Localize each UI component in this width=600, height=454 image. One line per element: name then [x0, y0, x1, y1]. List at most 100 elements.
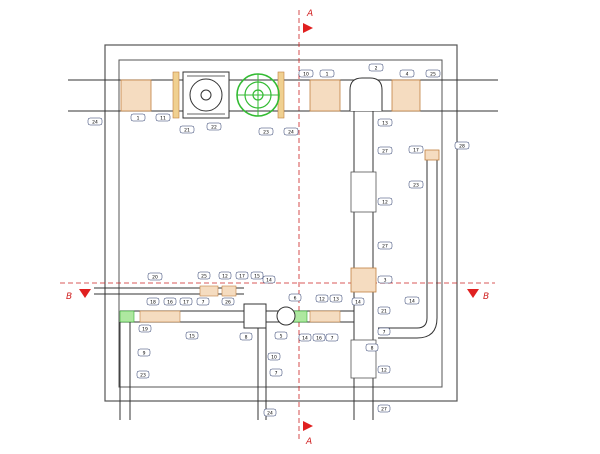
lower-fitting-2 — [221, 285, 237, 297]
callout-bubble — [377, 197, 393, 206]
callout-text: 27 — [382, 149, 388, 155]
callout-bubble — [454, 141, 470, 150]
callout-text: 14 — [266, 278, 272, 284]
side-pipe-elbow — [378, 317, 438, 339]
callout-text: 4 — [406, 72, 409, 78]
callout-text: 21 — [381, 309, 387, 315]
coupling-2 — [309, 79, 341, 112]
callout-text: 8 — [371, 346, 374, 352]
callout-bubble — [288, 293, 302, 302]
callout-bubble — [408, 180, 424, 189]
callout-text: 5 — [280, 334, 283, 340]
callout-bubble — [179, 297, 193, 306]
callout-bubble — [329, 294, 343, 303]
callout-bubble — [146, 297, 160, 306]
flange-left — [172, 71, 180, 119]
callout-bubble — [258, 127, 274, 136]
section-label-a-top: A — [306, 9, 313, 19]
callout-bubble — [319, 69, 335, 78]
callout-text: 7 — [202, 300, 205, 306]
callout-text: 19 — [142, 327, 148, 333]
lower-green-fitting — [119, 310, 135, 323]
callout-text: 3 — [384, 278, 387, 284]
callout-text: 14 — [302, 336, 308, 342]
callout-bubble — [163, 297, 177, 306]
callout-bubble — [206, 122, 222, 131]
callout-bubble — [185, 331, 199, 340]
callout-text: 15 — [189, 334, 195, 340]
callout-text: 28 — [459, 144, 465, 150]
callout-text: 23 — [140, 373, 146, 379]
callout-bubble — [315, 294, 329, 303]
callout-bubble — [377, 275, 393, 284]
callout-bubble — [218, 271, 232, 280]
callout-bubble — [263, 408, 277, 417]
callout-bubble — [155, 113, 171, 122]
callout-text: 17 — [183, 300, 189, 306]
callout-text: 9 — [143, 351, 146, 357]
lower-pump — [276, 306, 296, 326]
callout-text: 2 — [375, 66, 378, 72]
callout-text: 10 — [271, 355, 277, 361]
callout-text: 7 — [383, 330, 386, 336]
callout-text: 12 — [222, 274, 228, 280]
callout-text: 24 — [267, 411, 273, 417]
vertical-sleeve-2 — [350, 267, 377, 293]
callout-text: 1 — [137, 116, 140, 122]
callout-text: 24 — [288, 130, 294, 136]
elbow-top — [349, 77, 383, 111]
callout-text: 20 — [152, 275, 158, 281]
outer-wall — [104, 44, 458, 402]
callout-text: 14 — [355, 300, 361, 306]
lower-fitting-3 — [139, 310, 181, 323]
callout-text: 6 — [294, 296, 297, 302]
callout-text: 12 — [319, 297, 325, 303]
callout-bubble — [196, 297, 210, 306]
callout-bubble — [283, 127, 299, 136]
callout-bubble — [179, 125, 195, 134]
callout-bubble — [130, 113, 146, 122]
section-arrow-b-right — [467, 289, 479, 298]
callout-bubble — [377, 365, 391, 374]
callout-bubble — [298, 333, 312, 342]
callout-bubble — [377, 327, 391, 336]
callout-text: 26 — [225, 300, 231, 306]
section-label-a-bottom: A — [305, 437, 312, 447]
callout-text: 17 — [239, 274, 245, 280]
callout-bubble — [377, 146, 393, 155]
callout-bubble — [377, 404, 391, 413]
section-arrow-a-bottom — [303, 421, 313, 431]
pump-unit — [182, 71, 230, 119]
callout-bubble — [136, 370, 150, 379]
callout-text: 17 — [413, 148, 419, 154]
callout-bubble — [377, 306, 391, 315]
callout-bubble — [351, 297, 365, 306]
callout-bubble — [377, 241, 393, 250]
inner-wall — [118, 59, 443, 388]
callout-bubble — [147, 272, 163, 281]
callout-text: 16 — [316, 336, 322, 342]
coupling-3 — [391, 79, 421, 112]
callout-bubble — [399, 69, 415, 78]
callout-text: 10 — [303, 72, 309, 78]
section-arrow-a-top — [303, 23, 313, 33]
callout-bubble — [274, 331, 288, 340]
callout-text: 18 — [150, 300, 156, 306]
callout-text: 14 — [409, 299, 415, 305]
callout-group: 24 1 11 21 22 23 24 10 1 2 4 25 13 27 12… — [87, 63, 470, 417]
callout-text: 27 — [382, 244, 388, 250]
callout-bubble — [408, 145, 424, 154]
callout-text: 25 — [201, 274, 207, 280]
callout-bubble — [425, 69, 441, 78]
lower-tee — [243, 303, 267, 329]
side-pipe-cap — [424, 149, 440, 161]
callout-bubble — [267, 352, 281, 361]
callout-bubble — [368, 63, 384, 72]
callout-bubble — [137, 348, 151, 357]
callout-bubble — [262, 275, 276, 284]
callout-bubble — [221, 297, 235, 306]
callout-bubble — [325, 333, 339, 342]
callout-bubble — [404, 296, 420, 305]
